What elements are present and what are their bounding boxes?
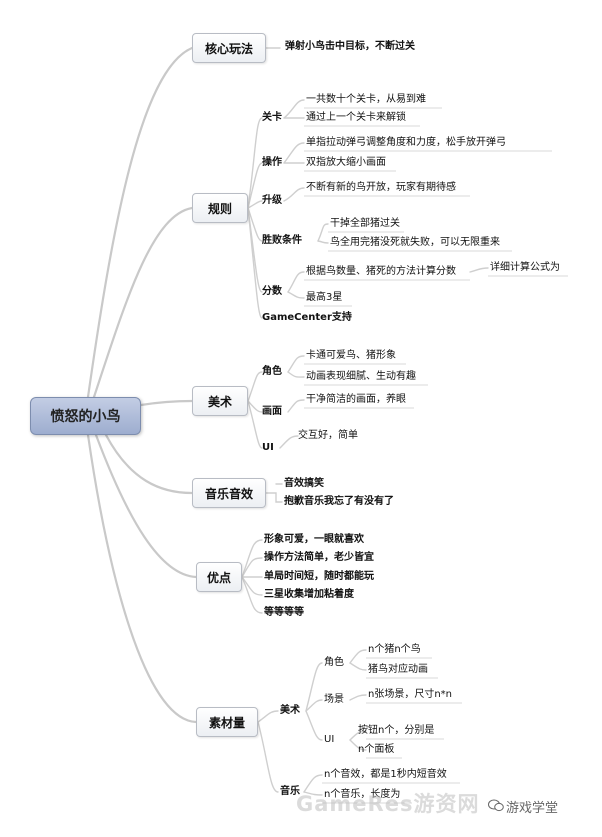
node-rules[interactable]: 规则 (192, 193, 248, 223)
merits-item-4: 三星收集增加粘着度 (264, 589, 354, 600)
music-item-2: 抱歉音乐我忘了有没有了 (284, 496, 394, 507)
node-art[interactable]: 美术 (192, 386, 248, 416)
node-core-gameplay[interactable]: 核心玩法 (192, 33, 266, 63)
rules-score-label: 分数 (262, 286, 282, 297)
root-node[interactable]: 愤怒的小鸟 (30, 397, 141, 435)
rules-win-label: 胜败条件 (262, 235, 302, 246)
rules-control-item-1: 单指拉动弹弓调整角度和力度，松手放开弹弓 (306, 137, 506, 148)
rules-levels-item-1: 一共数十个关卡，从易到难 (306, 94, 426, 105)
rules-score-item-1: 根据鸟数量、猪死的方法计算分数 (306, 266, 456, 277)
rules-control-item-2: 双指放大缩小画面 (306, 157, 386, 168)
assets-art-role-label: 角色 (324, 657, 344, 668)
art-ui-item-1: 交互好，简单 (298, 430, 358, 441)
merits-item-3: 单局时间短，随时都能玩 (264, 571, 374, 582)
wechat-icon (488, 799, 504, 812)
assets-art-role-item-2: 猪鸟对应动画 (368, 664, 428, 675)
assets-art-ui-item-2: n个面板 (358, 744, 395, 755)
merits-item-2: 操作方法简单，老少皆宜 (264, 552, 374, 563)
rules-score-item-2: 最高3星 (306, 292, 343, 303)
assets-art-ui-item-1: 按钮n个，分别是 (358, 725, 435, 736)
assets-music-item-2: n个音乐，长度为 (324, 789, 401, 800)
rules-levels-label: 关卡 (262, 112, 282, 123)
art-ui-label: UI (262, 442, 274, 453)
art-scene-label: 画面 (262, 406, 282, 417)
merits-item-5: 等等等等 (264, 607, 304, 618)
art-scene-item-1: 干净简洁的画面，养眼 (306, 394, 406, 405)
rules-levels-item-2: 通过上一个关卡来解锁 (306, 112, 406, 123)
assets-art-label: 美术 (280, 705, 300, 716)
wechat-account: 游戏学堂 (506, 801, 559, 816)
assets-art-scene-item-1: n张场景，尺寸n*n (368, 689, 453, 700)
art-role-label: 角色 (262, 366, 282, 377)
music-item-1: 音效搞笑 (284, 478, 324, 489)
rules-gamecenter: GameCenter支持 (262, 312, 352, 323)
art-role-item-1: 卡通可爱鸟、猪形象 (306, 350, 396, 361)
rules-upgrade-label: 升级 (262, 195, 282, 206)
rules-win-item-2: 鸟全用完猪没死就失败，可以无限重来 (330, 237, 500, 248)
assets-art-role-item-1: n个猪n个鸟 (368, 644, 421, 655)
node-music[interactable]: 音乐音效 (192, 478, 266, 508)
assets-art-ui-label: UI (324, 734, 335, 745)
node-assets[interactable]: 素材量 (196, 707, 258, 737)
art-role-item-2: 动画表现细腻、生动有趣 (306, 371, 416, 382)
rules-win-item-1: 干掉全部猪过关 (330, 218, 400, 229)
rules-control-label: 操作 (262, 157, 282, 168)
node-merits[interactable]: 优点 (196, 562, 242, 592)
core-text: 弹射小鸟击中目标，不断过关 (285, 41, 415, 52)
rules-upgrade-item-1: 不断有新的鸟开放，玩家有期待感 (306, 182, 456, 193)
rules-score-detail: 详细计算公式为 (490, 262, 560, 273)
assets-art-scene-label: 场景 (324, 694, 344, 705)
assets-music-label: 音乐 (280, 786, 300, 797)
watermark: GameRes游资网 (296, 792, 480, 816)
assets-music-item-1: n个音效，都是1秒内短音效 (324, 769, 447, 780)
merits-item-1: 形象可爱，一眼就喜欢 (264, 534, 364, 545)
